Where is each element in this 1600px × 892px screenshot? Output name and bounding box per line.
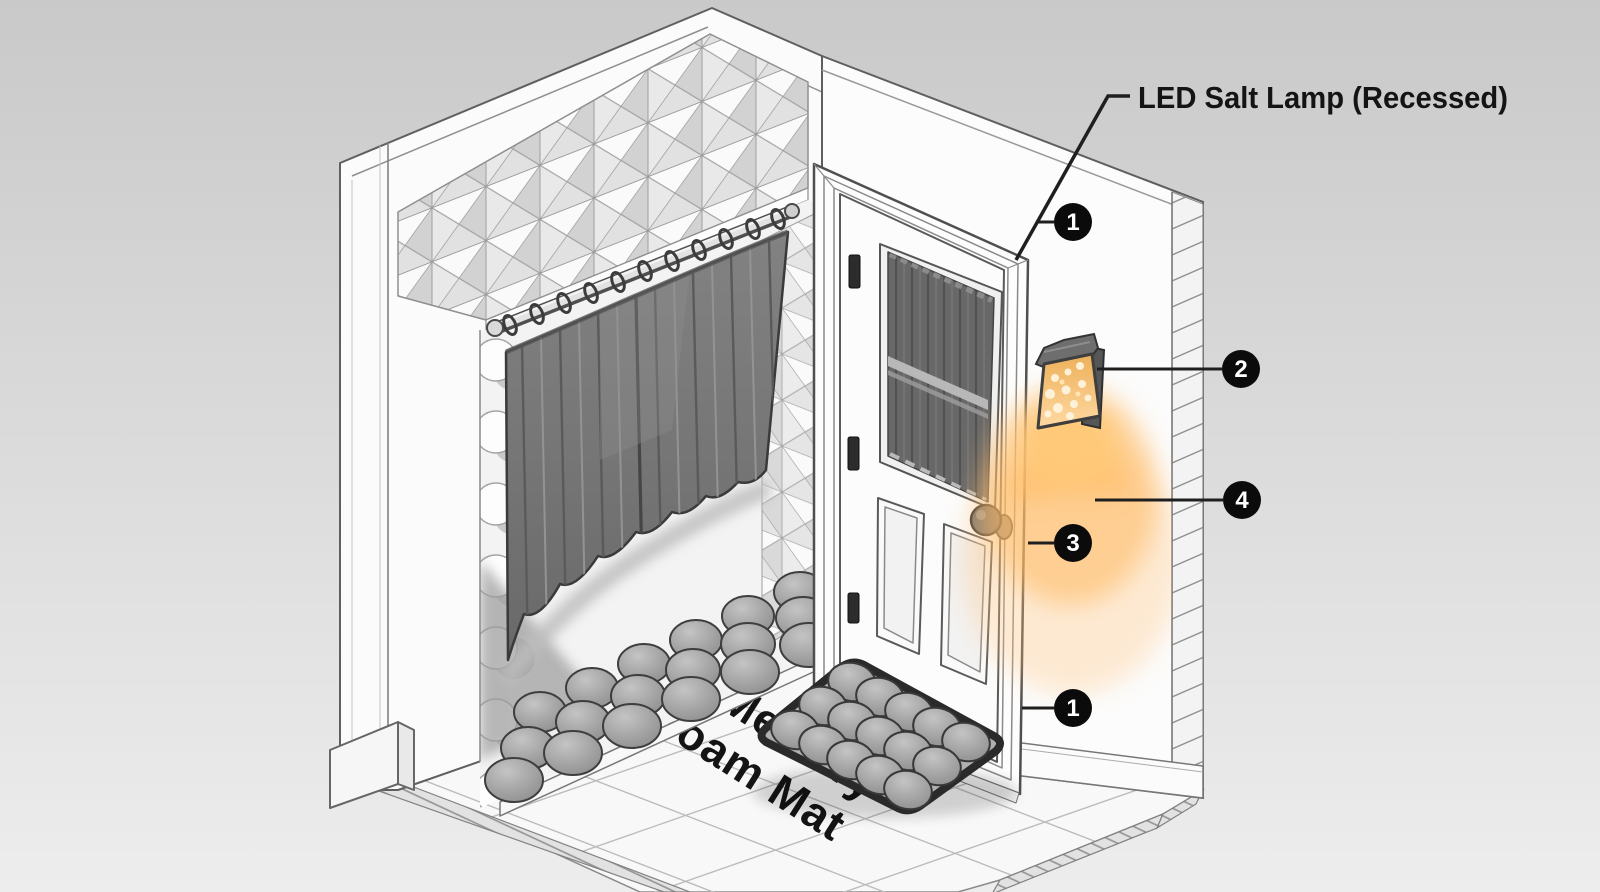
mat-tufts (770, 661, 991, 811)
callout-4-number: 4 (1235, 487, 1249, 514)
callout-2: 2 (1222, 350, 1260, 388)
callout-1-bottom-number: 1 (1066, 695, 1079, 722)
curtain-pleats (520, 239, 777, 651)
alcove-curtain (504, 229, 790, 662)
callout-1-top-number: 1 (1066, 209, 1079, 236)
rod-end-cap (486, 319, 504, 337)
callout-3: 3 (1054, 524, 1092, 562)
callout-tick-lines (1022, 220, 1223, 710)
lamp-glow (962, 385, 1172, 695)
door-window-curtain (888, 252, 994, 502)
memory-foam-mat (753, 658, 1017, 818)
salt-lamp (1034, 332, 1106, 430)
callout-2-number: 2 (1234, 356, 1247, 383)
callout-1-top: 1 (1054, 203, 1092, 241)
alcove-structure (329, 7, 839, 817)
bench-cushion (484, 571, 839, 817)
curtain-drop-shadow (497, 479, 774, 686)
callout-3-number: 3 (1066, 530, 1079, 557)
pillar-plinth (329, 721, 415, 809)
rod-finial (784, 203, 800, 219)
label-leader-line (1014, 94, 1130, 261)
wall-cut-edge (1171, 191, 1204, 798)
callout-4: 4 (1223, 481, 1261, 519)
door-window (879, 243, 1003, 511)
callout-1-bottom: 1 (1054, 689, 1092, 727)
curtain-rings (502, 208, 786, 336)
door-hinges (847, 254, 861, 624)
annotations: 1 2 3 4 1 LED Salt Lamp (Recessed) (1014, 80, 1508, 727)
salt-crystal-speckles (1044, 362, 1092, 420)
lamp-annotation-label: LED Salt Lamp (Recessed) (1138, 80, 1508, 115)
curtain-rod (486, 203, 800, 337)
